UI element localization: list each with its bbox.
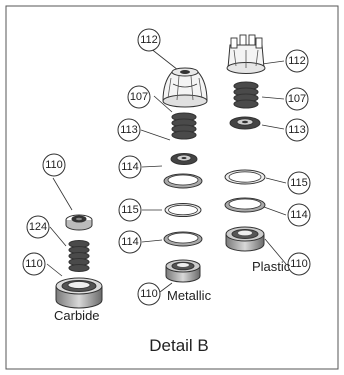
callout-110-a: 110 (45, 159, 63, 171)
callout-107-b: 107 (288, 93, 306, 105)
callout-bubbles (22, 28, 311, 306)
callout-114-b: 114 (290, 209, 308, 221)
part-110-plastic-seat (225, 226, 265, 252)
part-110-carbide-base (55, 277, 103, 309)
part-112-cage-plastic (226, 34, 266, 74)
callout-124: 124 (29, 221, 47, 233)
callout-bubble-113-b (285, 118, 309, 142)
callout-110-d: 110 (290, 258, 308, 270)
part-110-carbide-seat (65, 214, 93, 231)
callout-bubble-124 (26, 215, 50, 239)
leader-lines (46, 47, 287, 293)
part-113-disc-plastic (229, 116, 261, 130)
part-107-spring-metallic (171, 112, 197, 140)
part-114-ring-metallic-bottom (163, 231, 203, 247)
detail-title: Detail B (149, 336, 209, 355)
part-114-ring-metallic-top (163, 173, 203, 189)
part-107-spring-plastic (233, 81, 259, 109)
callout-bubble-113-a (117, 118, 141, 142)
callout-bubble-115-a (118, 198, 142, 222)
callout-bubble-115-b (287, 171, 311, 195)
part-115-ring-plastic (224, 169, 266, 185)
callout-112-b: 112 (288, 55, 306, 67)
caption-plastic: Plastic (252, 259, 291, 274)
callout-bubble-110-a (42, 153, 66, 177)
caption-metallic: Metallic (167, 288, 212, 303)
caption-carbide: Carbide (54, 308, 100, 323)
callout-114-a: 114 (121, 161, 139, 173)
callout-114-c: 114 (121, 236, 139, 248)
callout-bubble-112-b (285, 49, 309, 73)
callout-113-b: 113 (288, 124, 306, 136)
part-114-ring-plastic (224, 197, 266, 213)
part-113-disc-metallic (170, 153, 198, 165)
callout-115-b: 115 (290, 177, 308, 189)
callout-labels: 112 112 107 107 113 113 114 114 114 115 … (25, 34, 308, 300)
callout-bubble-114-b (287, 203, 311, 227)
callout-110-c: 110 (140, 288, 158, 300)
part-124-spring (68, 239, 90, 273)
callout-bubble-112-a (137, 28, 161, 52)
callout-bubble-107-b (285, 87, 309, 111)
part-110-metallic-seat (165, 259, 201, 283)
callout-bubble-110-d (287, 252, 311, 276)
callout-bubble-114-a (118, 155, 142, 179)
part-115-ring-metallic (164, 203, 202, 217)
callout-107-a: 107 (130, 91, 148, 103)
callout-110-b: 110 (25, 258, 43, 270)
part-112-cage-metallic (162, 67, 208, 108)
callout-112-a: 112 (140, 34, 158, 46)
callout-115-a: 115 (121, 204, 139, 216)
detail-frame (5, 5, 339, 370)
callout-bubble-110-c (137, 282, 161, 306)
callout-bubble-110-b (22, 252, 46, 276)
callout-bubble-114-c (118, 230, 142, 254)
callout-bubble-107-a (127, 85, 151, 109)
callout-113-a: 113 (120, 124, 138, 136)
